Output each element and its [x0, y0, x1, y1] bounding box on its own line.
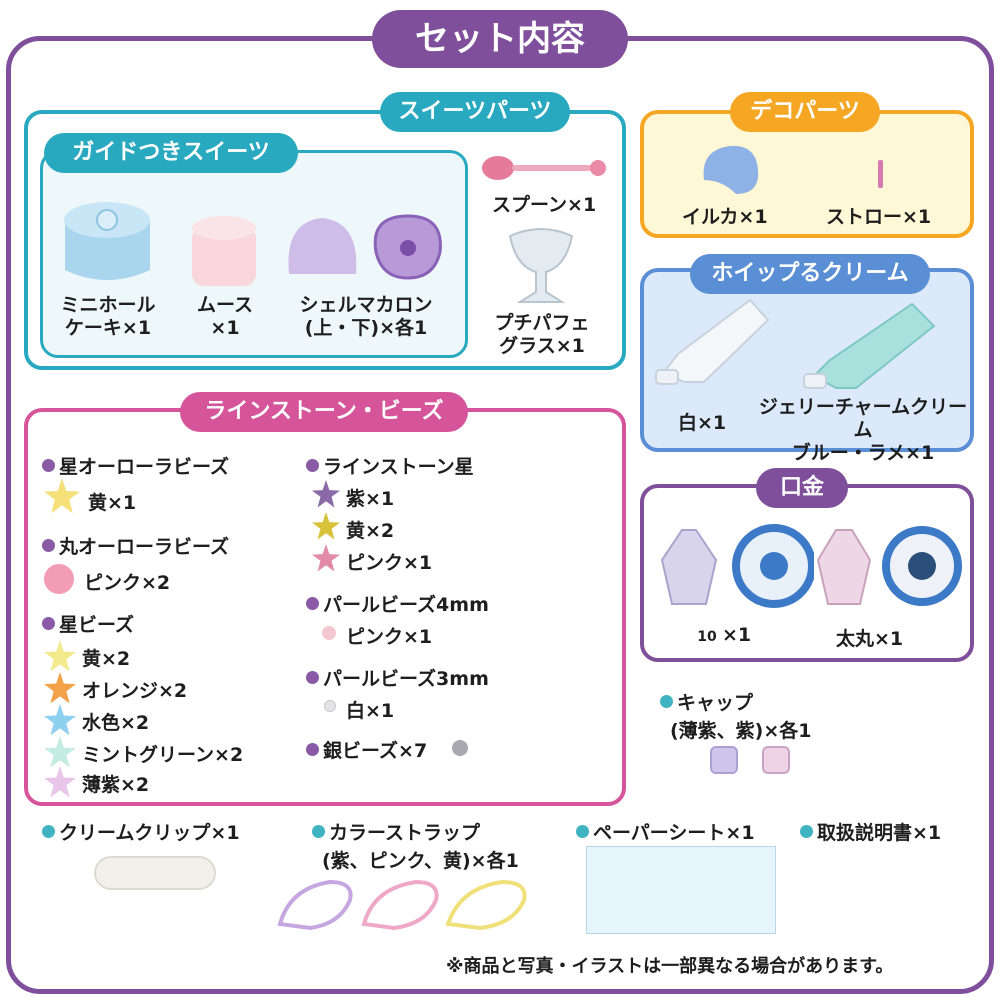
- round-nozzle-label: 太丸×1: [836, 628, 904, 650]
- star-beads-lavender: 薄紫×2: [82, 774, 150, 796]
- color-strap-heading: カラーストラップ: [312, 818, 480, 845]
- star-nozzle-label: 10×1: [692, 624, 751, 646]
- star-aurora-yellow: 黄×1: [88, 492, 137, 514]
- shell-macaron-image: [288, 214, 442, 280]
- color-strap-detail: (紫、ピンク、黄)×各1: [322, 850, 519, 872]
- star-number-icon: 10: [697, 629, 717, 645]
- dolphin-label: イルカ×1: [682, 206, 768, 228]
- star-beads-yellow: 黄×2: [82, 648, 131, 670]
- star-nozzle-image: [660, 524, 814, 608]
- rhinestone-beads-label: ラインストーン・ビーズ: [180, 392, 468, 432]
- star-beads-heading: 星ビーズ: [42, 610, 134, 637]
- pink-round-bead-image: [44, 564, 74, 594]
- deco-parts-label: デコパーツ: [730, 92, 880, 132]
- round-nozzle-image: [816, 526, 962, 606]
- star-beads-orange: オレンジ×2: [82, 680, 188, 702]
- parfait-glass-label: プチパフェ グラス×1: [494, 312, 590, 357]
- jelly-cream-tube-image: [803, 302, 936, 389]
- straw-label: ストロー×1: [826, 206, 932, 228]
- cap-heading: キャップ: [660, 688, 753, 715]
- mini-cake-label: ミニホール ケーキ×1: [60, 294, 156, 339]
- purple-cap-image: [762, 746, 790, 774]
- instruction-manual-label: 取扱説明書×1: [800, 818, 941, 845]
- guided-sweets-label: ガイドつきスイーツ: [44, 133, 298, 173]
- cream-clip-image: [94, 856, 216, 890]
- star-beads-mint: ミントグリーン×2: [82, 744, 244, 766]
- mousse-image: [192, 216, 256, 286]
- jelly-cream-label: ジェリーチャームクリーム ブルー・ラメ×1: [758, 396, 968, 464]
- white-cream-tube-image: [655, 298, 770, 385]
- silver-beads-heading: 銀ビーズ×7: [306, 736, 427, 763]
- silver-bead-image: [452, 740, 468, 756]
- pink-pearl-image: [322, 626, 336, 640]
- rhinestone-purple: 紫×1: [346, 488, 395, 510]
- rhinestone-pink: ピンク×1: [346, 552, 433, 574]
- parfait-glass-image: [508, 228, 574, 303]
- rhinestone-star-heading: ラインストーン星: [306, 452, 474, 479]
- whip-cream-label: ホイップるクリーム: [690, 254, 930, 294]
- sweets-parts-label: スイーツパーツ: [380, 92, 570, 132]
- lavender-cap-image: [710, 746, 738, 774]
- straw-image: [878, 160, 883, 188]
- round-aurora-pink: ピンク×2: [84, 572, 171, 594]
- dolphin-image: [703, 145, 759, 194]
- pearl-3mm-white: 白×1: [346, 700, 395, 722]
- spoon-image: [482, 156, 606, 180]
- mini-cake-image: [64, 202, 150, 280]
- round-aurora-beads-heading: 丸オーローラビーズ: [42, 532, 229, 559]
- rhinestone-yellow: 黄×2: [346, 520, 395, 542]
- mousse-label: ムース ×1: [196, 294, 254, 339]
- paper-sheet-image: [586, 846, 776, 934]
- white-pearl-image: [324, 700, 336, 712]
- pearl-4mm-heading: パールビーズ4mm: [306, 590, 489, 617]
- pearl-4mm-pink: ピンク×1: [346, 626, 433, 648]
- paper-sheet-label: ペーパーシート×1: [576, 818, 755, 845]
- spoon-label: スプーン×1: [492, 194, 597, 216]
- pearl-3mm-heading: パールビーズ3mm: [306, 664, 489, 691]
- sweets-parts-box: [24, 110, 626, 370]
- shell-macaron-label: シェルマカロン (上・下)×各1: [299, 294, 433, 339]
- disclaimer-note: ※商品と写真・イラストは一部異なる場合があります。: [446, 956, 894, 977]
- cream-clip-label: クリームクリップ×1: [42, 818, 240, 845]
- page-title: セット内容: [372, 10, 628, 68]
- color-straps-image: [277, 879, 527, 931]
- nozzle-label: 口金: [756, 468, 848, 508]
- cap-detail: (薄紫、紫)×各1: [670, 720, 812, 742]
- star-aurora-beads-heading: 星オーローラビーズ: [42, 452, 229, 479]
- star-beads-lightblue: 水色×2: [82, 712, 150, 734]
- white-cream-label: 白×1: [678, 412, 727, 434]
